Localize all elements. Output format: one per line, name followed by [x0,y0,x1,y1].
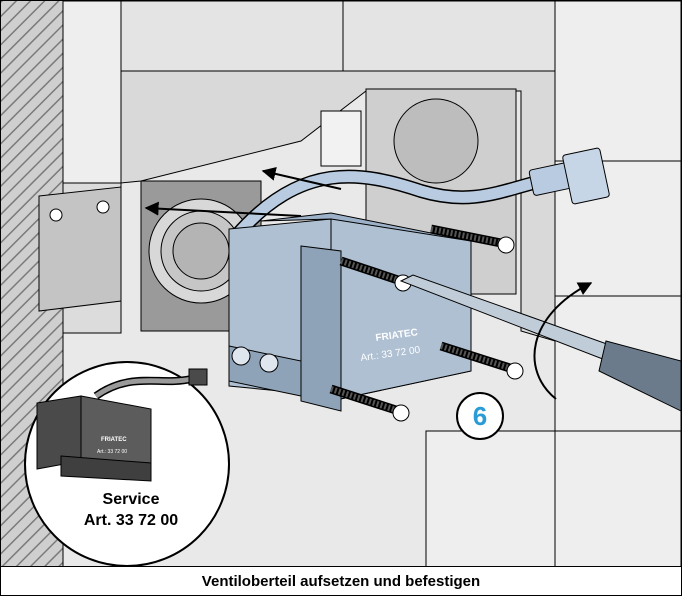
inset-part-art: Art.: 33 72 00 [97,449,127,455]
inset-part-brand: FRIATEC [101,437,127,443]
screw-icon [439,341,524,380]
arrow-icon [144,201,302,217]
caption: Ventiloberteil aufsetzen und befestigen [1,566,681,595]
arrow-icon [261,167,342,190]
service-art-number: Art. 33 72 00 [83,512,179,529]
step-number-badge: 6 [456,392,504,440]
screw-icon [430,224,515,254]
rotate-arrow-icon [533,282,593,400]
valve-body: FRIATEC Art.: 33 72 00 [228,212,472,412]
service-label: Service Art. 33 72 00 [41,489,221,531]
screwdriver-icon [399,274,681,412]
flange [38,186,122,312]
service-title: Service [102,491,160,508]
screw-icon [329,384,410,422]
cable-plug-icon [528,147,610,205]
service-inset: FRIATEC Art.: 33 72 00 [24,361,230,567]
installation-illustration: FRIATEC Art.: 33 72 00 FRIATEC A [1,1,681,567]
